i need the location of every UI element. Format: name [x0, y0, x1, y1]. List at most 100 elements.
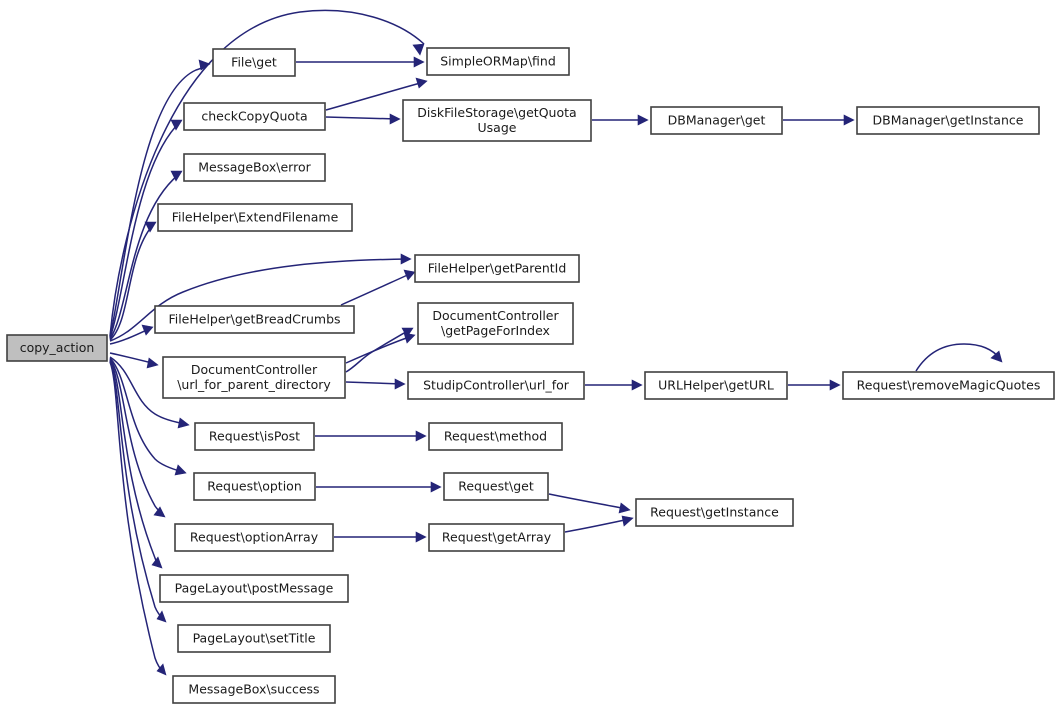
edge-getquotausage-to-dbmanager_get	[592, 114, 649, 126]
node-box[interactable]	[428, 523, 565, 552]
edge-url_for_parent-to-getpageforindex	[345, 332, 416, 364]
graph-node-removemagicquotes[interactable]: Request\removeMagicQuotes	[842, 371, 1055, 400]
graph-node-getpageforindex[interactable]: DocumentController\getPageForIndex	[417, 302, 574, 345]
node-box[interactable]	[856, 106, 1040, 135]
edge-line	[325, 116, 398, 120]
graph-node-postmessage[interactable]: PageLayout\postMessage	[159, 574, 349, 603]
edge-copy_action-to-file_get	[109, 59, 211, 338]
arrowhead-icon	[174, 464, 187, 476]
edge-request_optionarr-to-request_getarray	[334, 531, 427, 543]
node-box[interactable]	[157, 203, 353, 232]
arrowhead-icon	[156, 663, 167, 676]
arrowhead-icon	[401, 327, 414, 338]
arrowhead-icon	[829, 379, 841, 391]
node-box[interactable]	[417, 302, 574, 345]
edge-copy_action-to-extendfilename	[109, 221, 157, 341]
node-box[interactable]	[842, 371, 1055, 400]
arrowhead-icon	[156, 610, 167, 623]
graph-node-url_for_parent[interactable]: DocumentController\url_for_parent_direct…	[162, 356, 346, 399]
graph-node-request_ispost[interactable]: Request\isPost	[194, 422, 315, 451]
node-box[interactable]	[428, 422, 563, 451]
node-box[interactable]	[212, 48, 296, 77]
edge-line	[564, 518, 631, 533]
arrowhead-icon	[144, 221, 157, 233]
edge-url_for_parent-to-getparentid	[345, 327, 414, 373]
edge-checkcopyquota-to-getquotausage	[325, 113, 401, 125]
arrowhead-icon	[141, 324, 154, 336]
graph-node-studip_url_for[interactable]: StudipController\url_for	[407, 371, 585, 400]
graph-node-extendfilename[interactable]: FileHelper\ExtendFilename	[157, 203, 353, 232]
graph-node-request_getarray[interactable]: Request\getArray	[428, 523, 565, 552]
arrowhead-icon	[177, 417, 190, 429]
node-box[interactable]	[162, 356, 346, 399]
edge-removemagicquotes-to-removemagicquotes	[915, 343, 1003, 372]
arrowhead-icon	[413, 56, 425, 68]
graph-node-copy_action[interactable]: copy_action	[6, 334, 108, 362]
edge-copy_action-to-messagebox_success	[109, 361, 167, 676]
graph-node-request_option[interactable]: Request\option	[193, 472, 316, 501]
edge-copy_action-to-url_for_parent	[109, 352, 159, 369]
arrowhead-icon	[153, 506, 166, 518]
edge-line	[548, 493, 628, 510]
arrowhead-icon	[990, 350, 1003, 363]
edge-urlhelper_geturl-to-removemagicquotes	[788, 379, 841, 391]
graph-node-request_getinst[interactable]: Request\getInstance	[635, 498, 794, 527]
graph-node-request_method[interactable]: Request\method	[428, 422, 563, 451]
edge-copy_action-to-simpleormap_find	[109, 9, 425, 337]
edge-copy_action-to-checkcopyquota	[109, 119, 183, 339]
graph-node-request_get[interactable]: Request\get	[443, 472, 549, 501]
node-box[interactable]	[414, 254, 580, 283]
graph-node-getparentid[interactable]: FileHelper\getParentId	[414, 254, 580, 283]
node-box[interactable]	[426, 47, 570, 76]
edge-copy_action-to-getbreadcrumbs	[109, 324, 154, 345]
edge-request_get-to-request_getinst	[548, 493, 631, 514]
arrowhead-icon	[170, 119, 183, 131]
node-box[interactable]	[159, 574, 349, 603]
edge-line	[325, 81, 425, 111]
node-box[interactable]	[193, 472, 316, 501]
arrowhead-icon	[170, 170, 183, 182]
edge-copy_action-to-postmessage	[109, 359, 163, 569]
node-box[interactable]	[183, 102, 326, 131]
graph-node-messagebox_success[interactable]: MessageBox\success	[172, 675, 336, 704]
node-box[interactable]	[194, 422, 315, 451]
node-box[interactable]	[644, 371, 788, 400]
node-box[interactable]	[154, 305, 355, 334]
edge-copy_action-to-request_ispost	[109, 356, 190, 429]
edge-checkcopyquota-to-simpleormap_find	[325, 77, 428, 111]
graph-node-getbreadcrumbs[interactable]: FileHelper\getBreadCrumbs	[154, 305, 355, 334]
edge-line	[109, 356, 187, 425]
node-box[interactable]	[6, 334, 108, 362]
graph-node-request_optionarr[interactable]: Request\optionArray	[174, 523, 334, 552]
graph-node-file_get[interactable]: File\get	[212, 48, 296, 77]
node-box[interactable]	[402, 99, 592, 142]
node-box[interactable]	[172, 675, 336, 704]
edge-line	[340, 272, 413, 306]
edge-request_getarray-to-request_getinst	[564, 515, 634, 533]
arrowhead-icon	[631, 379, 643, 391]
graph-node-dbmanager_getinst[interactable]: DBManager\getInstance	[856, 106, 1040, 135]
node-box[interactable]	[443, 472, 549, 501]
arrowhead-icon	[146, 357, 159, 369]
arrowhead-icon	[415, 77, 428, 89]
arrowhead-icon	[415, 430, 427, 442]
node-box[interactable]	[183, 153, 326, 182]
graph-node-simpleormap_find[interactable]: SimpleORMap\find	[426, 47, 570, 76]
edge-file_get-to-simpleormap_find	[296, 56, 425, 68]
node-box[interactable]	[174, 523, 334, 552]
node-box[interactable]	[635, 498, 794, 527]
node-box[interactable]	[650, 106, 783, 135]
graph-node-settitle[interactable]: PageLayout\setTitle	[177, 624, 331, 653]
arrowhead-icon	[412, 43, 425, 56]
arrowhead-icon	[618, 502, 631, 514]
edge-copy_action-to-messagebox_error	[109, 170, 183, 340]
graph-node-dbmanager_get[interactable]: DBManager\get	[650, 106, 783, 135]
node-box[interactable]	[177, 624, 331, 653]
node-box[interactable]	[407, 371, 585, 400]
graph-node-urlhelper_geturl[interactable]: URLHelper\getURL	[644, 371, 788, 400]
graph-node-messagebox_error[interactable]: MessageBox\error	[183, 153, 326, 182]
graph-node-checkcopyquota[interactable]: checkCopyQuota	[183, 102, 326, 131]
